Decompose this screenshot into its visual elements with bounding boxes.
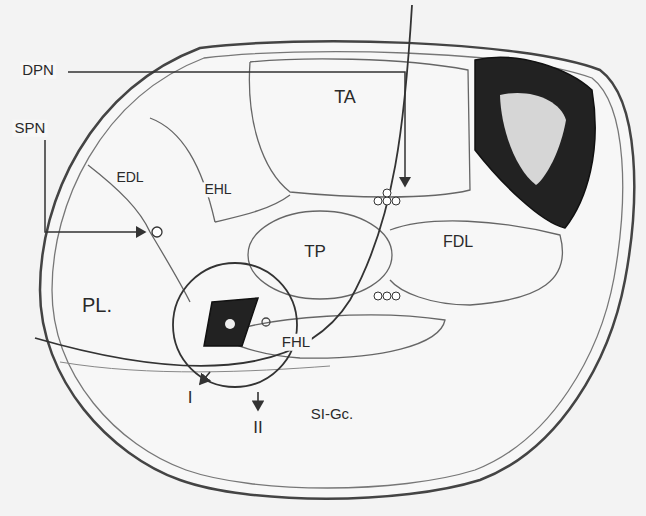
approach-number: I xyxy=(186,389,195,408)
muscle-label: FDL xyxy=(441,233,475,251)
muscle-label: FHL xyxy=(280,334,312,351)
nerve-label: SPN xyxy=(13,120,48,137)
muscle-label: TA xyxy=(332,88,358,108)
muscle-label: EHL xyxy=(202,182,233,197)
muscle-label: PL. xyxy=(80,294,114,316)
muscle-label: EDL xyxy=(114,170,145,185)
muscle-label: TP xyxy=(302,243,328,262)
nerve-label: DPN xyxy=(20,62,56,79)
approach-number: II xyxy=(251,419,264,438)
muscle-label: SI-Gc. xyxy=(309,406,356,423)
